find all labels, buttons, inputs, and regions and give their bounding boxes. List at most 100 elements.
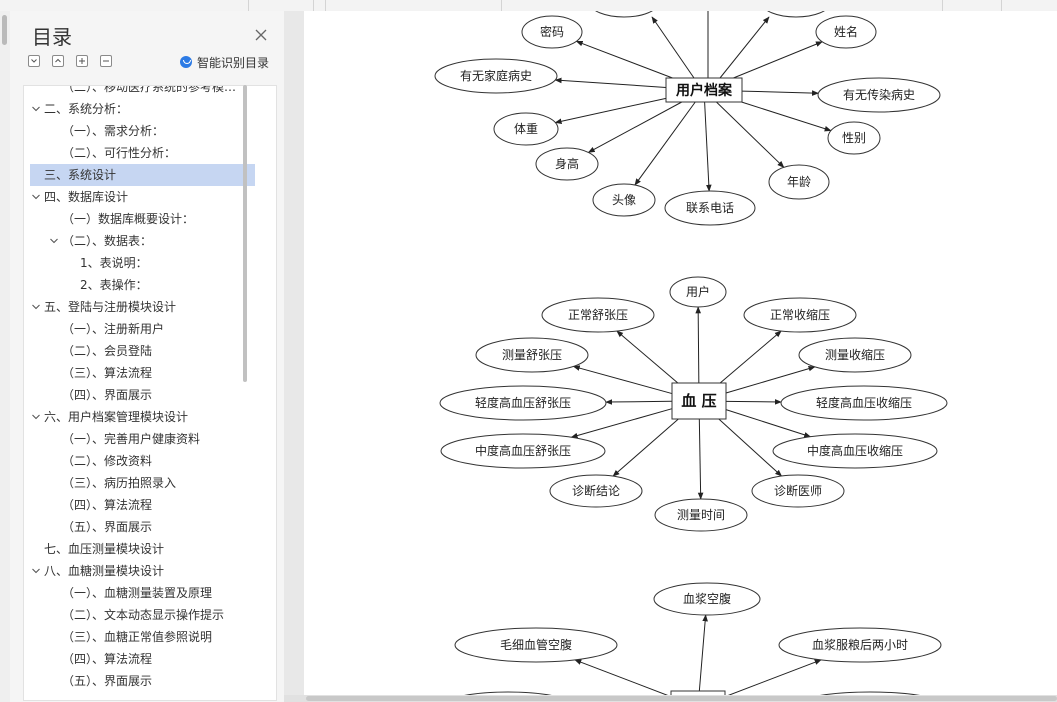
toc-item[interactable]: 五、登陆与注册模块设计 <box>24 296 255 318</box>
relation-arrow <box>698 614 708 692</box>
toc-item-label: （一）数据库概要设计： <box>62 212 195 226</box>
attribute-ellipse <box>817 77 941 113</box>
toc-item[interactable]: （二）、会员登陆 <box>24 340 255 362</box>
toc-item[interactable]: （二）、移动医疗系统的参考模… <box>24 85 255 98</box>
toc-item[interactable]: 1、表说明： <box>24 252 255 274</box>
relation-arrow <box>651 16 695 79</box>
toc-item[interactable]: （三）、病历拍照录入 <box>24 472 255 494</box>
document-area: 密码姓名有无家庭病史有无传染病史体重性别身高年龄头像联系电话用户档案用户正常舒张… <box>284 0 1057 702</box>
toc-item-selected[interactable]: 三、系统设计 <box>30 164 255 186</box>
chevron-down-icon[interactable] <box>32 193 40 201</box>
toc-item-label: （三）、血糖正常值参照说明 <box>62 630 213 644</box>
strip-divider <box>248 0 249 11</box>
toc-item[interactable]: 六、用户档案管理模块设计 <box>24 406 255 428</box>
strip-divider <box>1001 0 1002 11</box>
attribute-ellipse <box>669 276 727 308</box>
toc-item[interactable]: （四）、界面展示 <box>24 384 255 406</box>
close-icon[interactable] <box>254 27 268 41</box>
toc-item[interactable]: 二、系统分析： <box>24 98 255 120</box>
toc-item[interactable]: （一）、完善用户健康资料 <box>24 428 255 450</box>
toc-item-label: （二）、移动医疗系统的参考模… <box>62 85 237 94</box>
chevron-down-icon[interactable] <box>32 303 40 311</box>
attribute-label: 姓名 <box>834 24 858 39</box>
toc-item-label: （二）、可行性分析： <box>62 146 177 160</box>
chevron-down-icon[interactable] <box>32 105 40 113</box>
toc-item[interactable]: （二）、文本动态显示操作提示 <box>24 604 255 626</box>
attribute-label: 正常舒张压 <box>568 308 628 322</box>
add-icon[interactable] <box>76 55 88 67</box>
toc-item[interactable]: 八、血糖测量模块设计 <box>24 560 255 582</box>
attribute-label: 诊断结论 <box>572 483 620 498</box>
relation-arrow <box>697 418 704 500</box>
attribute-ellipse <box>664 190 756 226</box>
attribute-ellipse <box>780 385 948 421</box>
toc-item[interactable]: （二）、数据表： <box>24 230 255 252</box>
remove-icon[interactable] <box>100 55 112 67</box>
toc-item[interactable]: （四）、算法流程 <box>24 494 255 516</box>
toc-item[interactable]: （三）、血糖正常值参照说明 <box>24 626 255 648</box>
toc-item[interactable]: （一）、注册新用户 <box>24 318 255 340</box>
toc-item-label: 八、血糖测量模块设计 <box>44 564 165 578</box>
toc-item-label: （二）、文本动态显示操作提示 <box>62 608 225 622</box>
document-page: 密码姓名有无家庭病史有无传染病史体重性别身高年龄头像联系电话用户档案用户正常舒张… <box>304 0 1057 702</box>
attribute-ellipse <box>440 433 606 469</box>
attribute-label: 测量时间 <box>677 508 725 522</box>
relation-arrow <box>719 330 782 384</box>
attribute-ellipse <box>521 15 583 49</box>
rail-scroll-grip[interactable] <box>2 15 7 45</box>
toc-scrollbar[interactable] <box>243 85 247 382</box>
attribute-ellipse <box>654 498 748 532</box>
entity-label: 用户档案 <box>676 82 733 99</box>
attribute-label: 身高 <box>555 156 579 171</box>
toc-item[interactable]: （四）、算法流程 <box>24 648 255 670</box>
toc-item[interactable]: （一）、血糖测量装置及原理 <box>24 582 255 604</box>
relation-arrow <box>741 90 820 96</box>
toc-item[interactable]: 四、数据库设计 <box>24 186 255 208</box>
top-toolbar-strip <box>0 0 1057 11</box>
toc-item-label: 1、表说明： <box>80 256 148 270</box>
toc-item[interactable]: （五）、界面展示 <box>24 516 255 538</box>
attribute-ellipse <box>798 337 912 373</box>
toc-item[interactable]: （二）、可行性分析： <box>24 142 255 164</box>
chevron-down-icon[interactable] <box>32 567 40 575</box>
toc-item-label: （二）、修改资料 <box>62 454 153 468</box>
toc-item[interactable]: （一）、需求分析： <box>24 120 255 142</box>
collapse-all-icon[interactable] <box>28 55 40 67</box>
entity-box <box>665 77 743 103</box>
toc-item[interactable]: 七、血压测量模块设计 <box>24 538 255 560</box>
chevron-down-icon[interactable] <box>32 413 40 421</box>
strip-divider <box>942 0 943 11</box>
attribute-label: 毛细血管空腹 <box>500 637 572 652</box>
attribute-ellipse <box>768 164 830 200</box>
attribute-ellipse <box>493 112 559 146</box>
toc-item-label: （一）、完善用户健康资料 <box>62 432 201 446</box>
relation-arrow <box>725 399 782 405</box>
relation-arrow <box>725 409 812 438</box>
toc-panel-title: 目录 <box>32 25 72 49</box>
toc-item[interactable]: （一）数据库概要设计： <box>24 208 255 230</box>
attribute-ellipse <box>454 627 618 663</box>
relation-arrow <box>554 97 667 124</box>
toc-item-label: （四）、算法流程 <box>62 652 153 666</box>
attribute-ellipse <box>743 297 857 333</box>
relation-arrow <box>612 418 679 477</box>
relation-arrow <box>716 101 785 168</box>
toc-item[interactable]: （二）、修改资料 <box>24 450 255 472</box>
toc-list: （二）、移动医疗系统的参考模… 二、系统分析：（一）、需求分析： （二）、可行性分析… <box>23 85 277 701</box>
attribute-label: 测量收缩压 <box>825 347 885 362</box>
horizontal-scroll-thumb[interactable] <box>306 696 1057 701</box>
attribute-ellipse <box>751 474 845 508</box>
expand-all-icon[interactable] <box>52 55 64 67</box>
smart-toc-button[interactable]: 智能识别目录 <box>180 54 269 70</box>
toc-item[interactable]: （三）、算法流程 <box>24 362 255 384</box>
toc-item-label: （三）、算法流程 <box>62 366 153 380</box>
toc-item[interactable]: 2、表操作： <box>24 274 255 296</box>
horizontal-scrollbar[interactable] <box>284 695 1057 702</box>
attribute-ellipse <box>772 433 938 469</box>
attribute-label: 中度高血压舒张压 <box>475 443 571 458</box>
attribute-label: 有无家庭病史 <box>460 68 532 83</box>
toc-item[interactable]: （五）、界面展示 <box>24 670 255 692</box>
chevron-down-icon[interactable] <box>50 237 58 245</box>
toc-item-label: 七、血压测量模块设计 <box>44 542 165 556</box>
er-diagrams: 密码姓名有无家庭病史有无传染病史体重性别身高年龄头像联系电话用户档案用户正常舒张… <box>434 0 948 702</box>
